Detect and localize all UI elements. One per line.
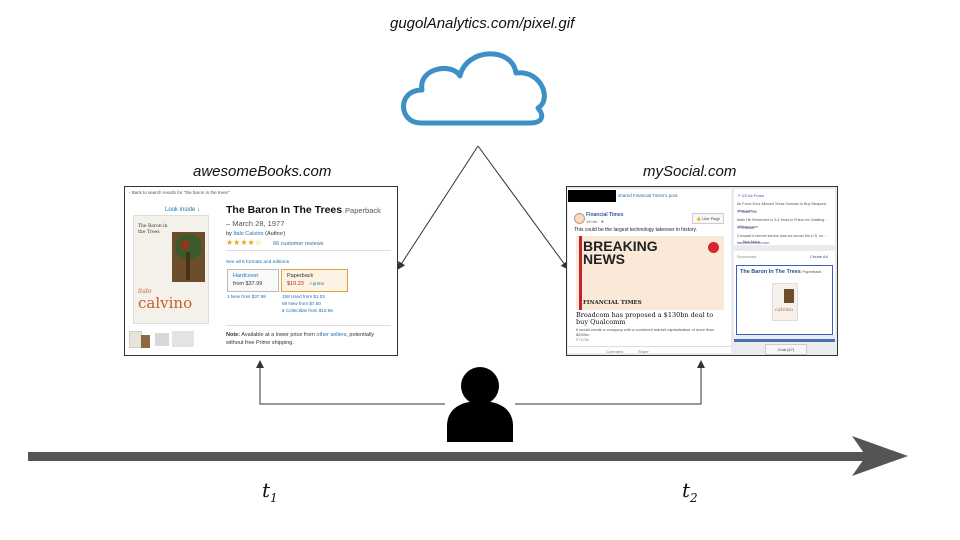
- hardcover-new-link[interactable]: 1 New from $37.99: [227, 294, 266, 299]
- social-page-screenshot: shared Financial Times's post. Financial…: [566, 186, 838, 356]
- format-option-paperback[interactable]: Paperback $10.23 ✓prime: [281, 269, 348, 292]
- cloud-icon: [401, 51, 547, 126]
- article-headline[interactable]: Broadcom has proposed a $130bn deal to b…: [576, 311, 714, 326]
- timeline-arrow: [28, 436, 908, 476]
- book-byline: by Italo Calvino (Author): [226, 231, 286, 237]
- availability-note: Note: Available at a lower price from ot…: [226, 332, 375, 346]
- reviews-link[interactable]: 66 customer reviews: [273, 241, 324, 247]
- time-label-t1: t1: [262, 478, 278, 505]
- site-a-label: awesomeBooks.com: [193, 163, 332, 180]
- book-format: Paperback: [345, 206, 381, 215]
- user-icon: [447, 367, 513, 442]
- comment-action[interactable]: Comment: [606, 349, 624, 354]
- thumbnail[interactable]: [155, 333, 169, 346]
- trending-item[interactable]: ↗ Ghosts Comcast's internet service was …: [737, 225, 829, 246]
- like-page-button[interactable]: 👍 Like Page: [692, 213, 724, 224]
- thumbnail[interactable]: [172, 331, 194, 347]
- post-time: 19 hrs · ⊕: [586, 219, 605, 224]
- sponsored-label: Sponsored: [737, 254, 757, 259]
- arrow-to-social: [477, 145, 569, 270]
- format-option-hardcover[interactable]: Hardcover from $37.99: [227, 269, 279, 292]
- divider: [568, 346, 731, 347]
- trending-panel: ↗ US Air Force Air Force Error Allowed T…: [734, 189, 835, 245]
- book-cover[interactable]: The Baron in the Trees italo calvino: [133, 215, 209, 324]
- sidebar-bar: [734, 339, 835, 342]
- back-link[interactable]: ‹ Back to search results for "the baron …: [129, 190, 230, 195]
- user-to-books-arrow: [256, 360, 445, 405]
- trending-item[interactable]: ↗ US Air Force Air Force Error Allowed T…: [737, 193, 829, 214]
- time-label-t2: t2: [682, 478, 698, 505]
- tracker-label: gugolAnalytics.com/pixel.gif: [390, 15, 575, 32]
- rating-stars: ★★★★☆: [226, 238, 262, 247]
- collectible-link[interactable]: 5 Collectible from $10.95: [282, 308, 333, 313]
- create-ad-link[interactable]: Create Ad: [810, 254, 828, 259]
- breaking-news-image[interactable]: BREAKING NEWS FINANCIAL TIMES: [576, 236, 724, 310]
- post-text: This could be the largest technology tak…: [574, 227, 698, 233]
- used-link[interactable]: 158 Used from $1.03: [282, 294, 325, 299]
- post-header: shared Financial Times's post.: [618, 193, 679, 198]
- divider: [226, 250, 391, 251]
- trending-item[interactable]: ↗ Mark Hill Mark Hill Sentenced to 3-4 Y…: [737, 209, 830, 230]
- article-summary: It would create a company with a combine…: [576, 327, 714, 337]
- site-b-label: mySocial.com: [643, 163, 737, 180]
- cover-painting: [172, 232, 205, 282]
- new-link[interactable]: 69 New from $7.50: [282, 301, 321, 306]
- ad-card[interactable]: The Baron In The Trees Paperback calvino: [736, 265, 833, 335]
- books-page-screenshot: ‹ Back to search results for "the baron …: [124, 186, 398, 356]
- ad-title: The Baron In The Trees Paperback: [740, 269, 822, 275]
- arrow-to-books: [397, 145, 479, 270]
- redacted-name: [568, 190, 616, 202]
- sponsored-panel: Sponsored Create Ad The Baron In The Tre…: [734, 251, 835, 335]
- book-date: – March 28, 1977: [226, 219, 285, 228]
- look-inside-badge[interactable]: Look inside ↓: [165, 207, 201, 213]
- book-title: The Baron In The Trees Paperback: [226, 204, 381, 216]
- share-action[interactable]: Share: [638, 349, 649, 354]
- post-card: shared Financial Times's post. Financial…: [568, 189, 731, 354]
- article-source: FT.COM: [576, 338, 590, 342]
- poster-name[interactable]: Financial Times: [586, 212, 624, 218]
- chat-button[interactable]: Chat (67): [765, 344, 807, 355]
- poster-avatar[interactable]: [574, 213, 585, 224]
- divider: [226, 325, 391, 326]
- author-link[interactable]: Italo Calvino: [233, 231, 264, 237]
- formats-link[interactable]: See all 8 formats and editions: [226, 260, 290, 265]
- ad-book-cover: calvino: [772, 283, 798, 321]
- live-dot-icon: [708, 242, 719, 253]
- thumbnail[interactable]: [141, 335, 150, 348]
- see-more-link[interactable]: ⌄ See More: [738, 239, 760, 244]
- user-to-social-arrow: [515, 360, 705, 405]
